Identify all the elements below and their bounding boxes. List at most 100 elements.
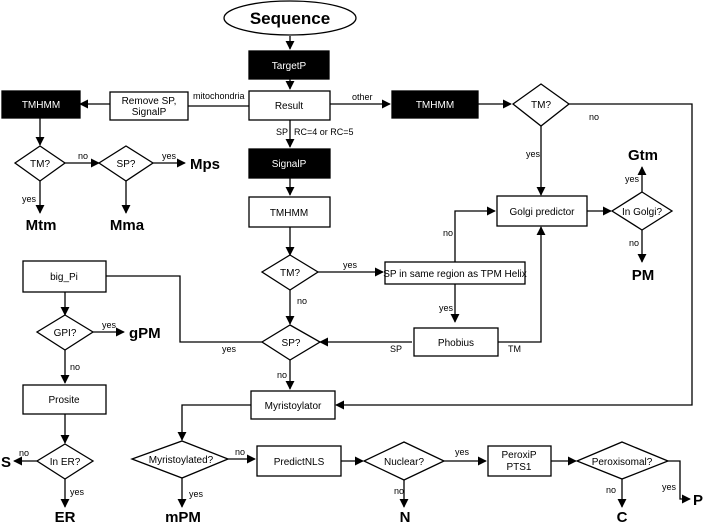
tm-left-diamond bbox=[13, 145, 67, 182]
label-spmid-yes: yes bbox=[222, 344, 237, 354]
prosite-box bbox=[22, 384, 107, 415]
label-sp-rc: SP bbox=[276, 127, 288, 137]
tmhmm-mid-box bbox=[248, 196, 331, 228]
peroxip-box bbox=[487, 445, 552, 477]
label-golgi-in-no: no bbox=[443, 228, 453, 238]
label-spmid-no: no bbox=[277, 370, 287, 380]
targetp-label: TargetP bbox=[272, 61, 307, 72]
remove-sp-box bbox=[109, 91, 189, 121]
outcome-labels: Mps Mtm Mma Gtm PM gPM S ER mPM N C P bbox=[1, 147, 703, 523]
myristoylated-label: Myristoylated? bbox=[149, 455, 214, 466]
sequence-ellipse bbox=[223, 0, 357, 36]
sp-mid-label: SP? bbox=[282, 338, 301, 349]
nuclear-label: Nuclear? bbox=[384, 457, 424, 468]
outcome-mpm: mPM bbox=[165, 509, 201, 523]
edge-myristoylator-myristoylated bbox=[177, 404, 251, 441]
sp-same-region-box bbox=[384, 261, 526, 285]
edge-peroxisomal-p bbox=[668, 460, 691, 504]
label-phobius-tm: TM bbox=[508, 344, 521, 354]
label-nuclear-no: no bbox=[394, 486, 404, 496]
label-gpi-no: no bbox=[70, 362, 80, 372]
in-golgi-label: In Golgi? bbox=[622, 207, 662, 218]
outcome-p: P bbox=[693, 492, 703, 509]
label-tmleft-no: no bbox=[78, 151, 88, 161]
tmhmm-mid-label: TMHMM bbox=[270, 208, 308, 219]
tm-left-label: TM? bbox=[30, 159, 50, 170]
peroxisomal-label: Peroxisomal? bbox=[592, 457, 653, 468]
in-golgi-diamond bbox=[610, 191, 674, 231]
sp-left-label: SP? bbox=[117, 159, 136, 170]
sp-left-diamond bbox=[97, 145, 155, 182]
outcome-mtm: Mtm bbox=[26, 217, 57, 234]
peroxip-label-2: PTS1 bbox=[506, 462, 531, 473]
tm-right-label: TM? bbox=[531, 100, 551, 111]
myristoylator-box bbox=[250, 390, 336, 420]
phobius-box bbox=[413, 327, 499, 357]
label-sameregion-yes: yes bbox=[439, 303, 454, 313]
outcome-gtm: Gtm bbox=[628, 147, 658, 164]
outcome-s: S bbox=[1, 454, 11, 471]
label-golgi-yes: yes bbox=[625, 174, 640, 184]
outcome-c: C bbox=[617, 509, 628, 523]
tm-mid-label: TM? bbox=[280, 268, 300, 279]
label-tmright-yes: yes bbox=[526, 149, 541, 159]
label-er-no: no bbox=[19, 448, 29, 458]
tm-mid-diamond bbox=[260, 254, 320, 291]
label-other: other bbox=[352, 92, 373, 102]
tmhmm-right-label: TMHMM bbox=[416, 100, 454, 111]
big-pi-label: big_Pi bbox=[50, 272, 78, 283]
golgi-predictor-label: Golgi predictor bbox=[509, 207, 575, 218]
gpi-label: GPI? bbox=[54, 328, 77, 339]
outcome-gpm: gPM bbox=[129, 325, 161, 342]
tmhmm-left-label: TMHMM bbox=[22, 100, 60, 111]
predictnls-box bbox=[256, 445, 342, 477]
edge-phobius-golgi bbox=[498, 226, 546, 343]
peroxip-label-1: PeroxiP bbox=[501, 450, 536, 461]
label-gpi-yes: yes bbox=[102, 320, 117, 330]
edge-spmid-bigpi bbox=[78, 271, 262, 343]
sp-mid-diamond bbox=[260, 324, 322, 361]
outcome-mps: Mps bbox=[190, 156, 220, 173]
label-rc: RC=4 or RC=5 bbox=[294, 127, 354, 137]
sequence-label: Sequence bbox=[250, 9, 330, 28]
tmhmm-right-box bbox=[391, 90, 479, 119]
label-spleft-yes: yes bbox=[162, 151, 177, 161]
big-pi-box bbox=[22, 260, 107, 293]
golgi-predictor-box bbox=[496, 195, 588, 227]
gpi-diamond bbox=[35, 314, 95, 351]
targetp-box bbox=[248, 50, 330, 80]
nuclear-diamond bbox=[362, 441, 446, 481]
outcome-er: ER bbox=[55, 509, 76, 523]
in-er-diamond bbox=[35, 443, 95, 480]
edge-sameregion-golgi bbox=[454, 206, 496, 262]
label-er-yes: yes bbox=[70, 487, 85, 497]
label-perox-yes: yes bbox=[662, 482, 677, 492]
result-box bbox=[248, 90, 331, 121]
label-tmleft-yes: yes bbox=[22, 194, 37, 204]
node-labels: Sequence TargetP Result Remove SP, Signa… bbox=[22, 9, 663, 473]
label-myr-no: no bbox=[235, 447, 245, 457]
label-tmmid-no: no bbox=[297, 296, 307, 306]
predictnls-label: PredictNLS bbox=[274, 457, 325, 468]
in-er-label: In ER? bbox=[50, 457, 81, 468]
label-perox-no: no bbox=[606, 485, 616, 495]
phobius-label: Phobius bbox=[438, 338, 474, 349]
tm-right-diamond bbox=[511, 83, 571, 127]
peroxisomal-diamond bbox=[575, 441, 670, 480]
label-tmright-no: no bbox=[589, 112, 599, 122]
sp-same-region-label: SP in same region as TPM Helix bbox=[383, 269, 527, 280]
nodes bbox=[1, 0, 674, 481]
outcome-pm: PM bbox=[632, 267, 655, 284]
signalp-box bbox=[248, 148, 331, 179]
result-label: Result bbox=[275, 101, 304, 112]
outcome-n: N bbox=[400, 509, 411, 523]
label-tmmid-yes: yes bbox=[343, 260, 358, 270]
outcome-mma: Mma bbox=[110, 217, 145, 234]
label-myr-yes: yes bbox=[189, 489, 204, 499]
prosite-label: Prosite bbox=[48, 395, 80, 406]
signalp-label: SignalP bbox=[272, 159, 307, 170]
label-mitochondria: mitochondria bbox=[193, 91, 245, 101]
label-golgi-no: no bbox=[629, 238, 639, 248]
label-nuclear-yes: yes bbox=[455, 447, 470, 457]
